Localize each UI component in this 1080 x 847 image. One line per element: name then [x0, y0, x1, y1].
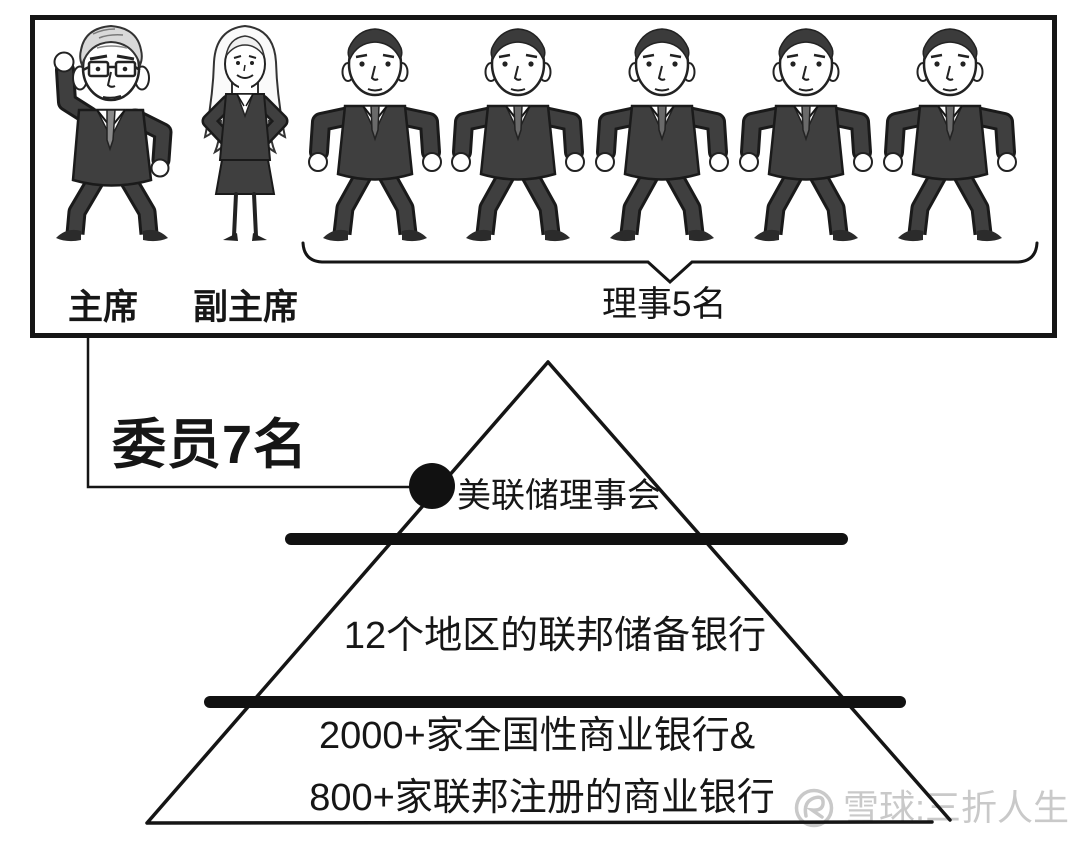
- pyramid-tier2-label: 12个地区的联邦储备银行: [343, 615, 767, 657]
- pyramid-tier3-line1: 2000+家全国性商业银行&: [318, 715, 756, 757]
- apex-bullet-dot: [409, 463, 455, 509]
- directors-brace: [301, 241, 1039, 285]
- pyramid-tier3-line2: 800+家联邦注册的商业银行: [309, 777, 775, 819]
- xueqiu-logo-icon: [794, 788, 834, 828]
- pyramid-outline: [145, 360, 952, 825]
- committee-connector-line: [86, 338, 432, 489]
- vice-chair-label: 副主席: [193, 288, 299, 327]
- chairman-label: 主席: [68, 288, 139, 327]
- committee-count-label: 委员7名: [112, 415, 309, 475]
- pyramid-tier1-label: 美联储理事会: [457, 477, 661, 515]
- directors-label: 理事5名: [602, 285, 727, 324]
